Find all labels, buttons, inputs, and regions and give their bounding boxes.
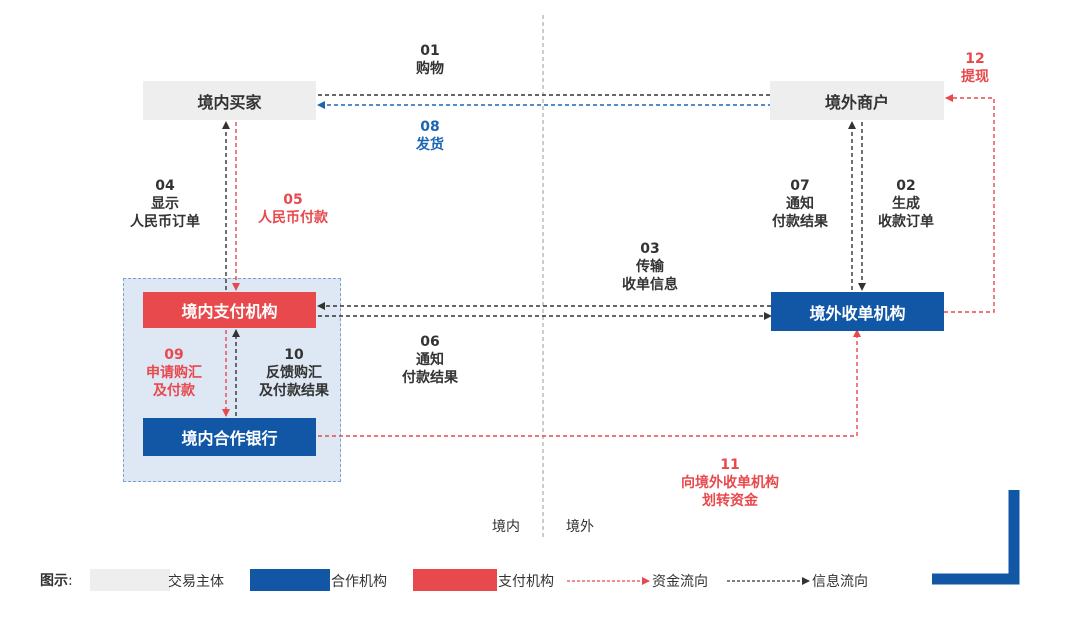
legend-partner-label: 合作机构 [331,574,387,590]
step-number: 10 [284,347,304,363]
step-09-label: 09 申请购汇 及付款 [133,346,215,400]
step-text-line1: 传输 [636,259,664,275]
step-number: 05 [283,192,303,208]
node-domestic-buyer: 境内买家 [143,81,316,120]
step-text: 购物 [416,61,444,77]
step-number: 06 [420,334,440,350]
step-text-line1: 通知 [786,196,814,212]
step-07-label: 07 通知 付款结果 [760,177,840,231]
step-text-line1: 生成 [892,196,920,212]
overseas-side-label: 境外 [566,519,594,535]
step-number: 04 [155,178,175,194]
arrow-12 [944,94,995,313]
step-number: 08 [420,119,440,135]
step-text-line1: 申请购汇 [146,365,202,381]
step-number: 07 [790,178,810,194]
step-text: 人民币付款 [258,210,328,226]
step-text-line2: 收单信息 [622,277,678,293]
step-02-label: 02 生成 收款订单 [866,177,946,231]
legend-trade-entity-label: 交易主体 [168,574,224,590]
legend-fund-flow-label: 资金流向 [652,574,708,590]
step-text-line1: 反馈购汇 [266,365,322,381]
step-11-label: 11 向境外收单机构 划转资金 [655,456,805,510]
step-text-line2: 收款订单 [878,214,934,230]
step-text-line1: 向境外收单机构 [681,475,779,491]
step-03-label: 03 传输 收单信息 [610,240,690,294]
legend-info-flow-label: 信息流向 [812,574,868,590]
step-number: 11 [720,457,740,473]
legend-trade-entity-swatch [90,569,170,591]
step-number: 03 [640,241,660,257]
step-text-line2: 付款结果 [772,214,828,230]
corner-bracket-decoration [932,490,1020,585]
legend-payment-label: 支付机构 [498,574,554,590]
node-overseas-merchant: 境外商户 [770,81,944,120]
step-text-line2: 及付款 [153,383,195,399]
node-overseas-acquirer: 境外收单机构 [771,292,944,331]
step-text-line1: 显示 [151,196,179,212]
step-number: 01 [420,43,440,59]
step-number: 12 [965,51,985,67]
step-text-line2: 付款结果 [402,370,458,386]
step-06-label: 06 通知 付款结果 [390,333,470,387]
legend-payment-swatch [413,569,497,591]
step-text: 发货 [416,137,444,153]
step-10-label: 10 反馈购汇 及付款结果 [246,346,342,400]
step-text-line2: 划转资金 [702,493,758,509]
step-text-line2: 人民币订单 [130,214,200,230]
domestic-side-label: 境内 [492,519,520,535]
step-text-line1: 通知 [416,352,444,368]
step-05-label: 05 人民币付款 [243,191,343,227]
legend-title: 图示: [40,573,73,589]
step-04-label: 04 显示 人民币订单 [115,177,215,231]
step-text: 提现 [961,69,989,85]
step-text-line2: 及付款结果 [259,383,329,399]
node-domestic-payment-institution: 境内支付机构 [143,292,316,328]
step-12-label: 12 提现 [950,50,1000,86]
step-01-label: 01 购物 [405,42,455,78]
step-08-label: 08 发货 [405,118,455,154]
legend-partner-swatch [250,569,330,591]
arrow-11 [318,329,861,437]
step-number: 09 [164,347,184,363]
step-number: 02 [896,178,916,194]
node-domestic-partner-bank: 境内合作银行 [143,418,316,456]
